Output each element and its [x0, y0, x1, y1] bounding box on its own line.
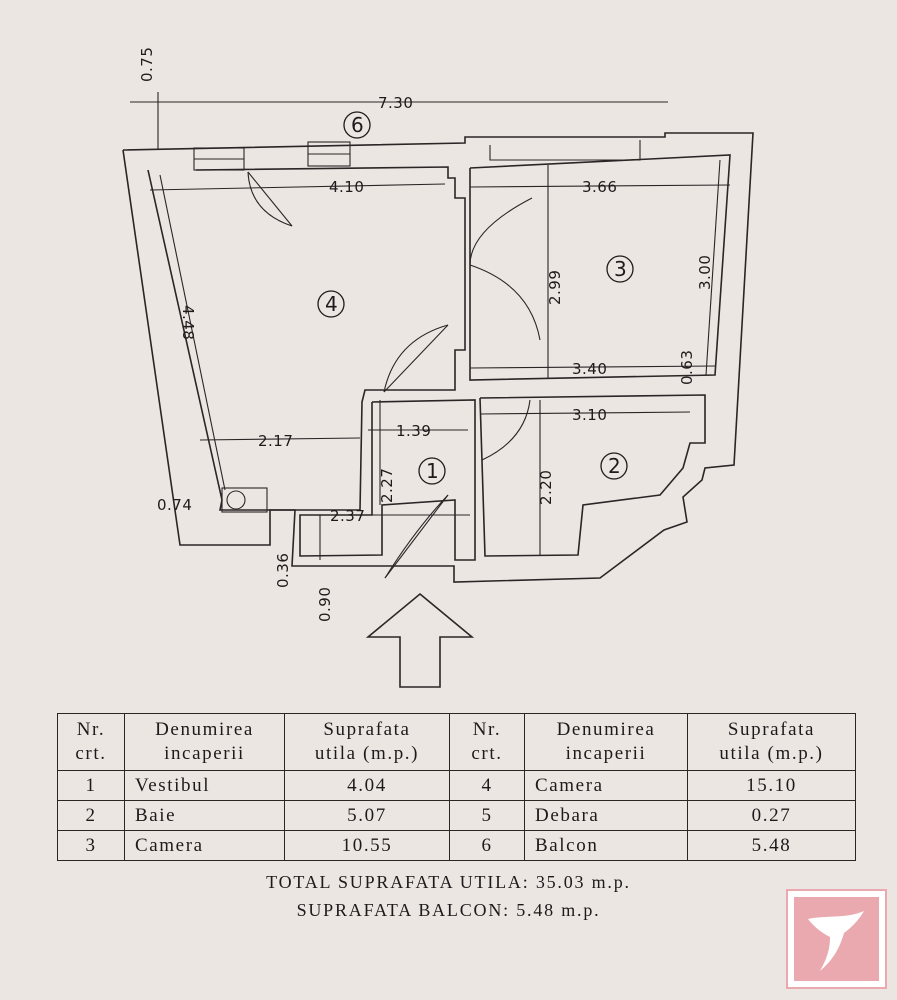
room-6-number: 6 [351, 113, 364, 137]
cell-nr: 2 [57, 800, 125, 831]
table-row: 1 Vestibul 4.04 4 Camera 15.10 [57, 770, 856, 801]
door-leaf-entrance [385, 495, 448, 578]
room-2-number: 2 [608, 454, 621, 478]
room-6-circle [343, 111, 371, 139]
dim-line-2-17 [200, 438, 360, 440]
door-leaf-room-4 [248, 172, 292, 226]
closet-room-5 [221, 487, 268, 513]
cell-area: 4.04 [284, 770, 450, 801]
table-row: 3 Camera 10.55 6 Balcon 5.48 [57, 830, 856, 861]
dim-label-3-00: 3.00 [696, 255, 714, 290]
cell-room-name: Debara [524, 800, 688, 831]
cell-room-name: Camera [524, 770, 688, 801]
cell-room-name: Balcon [524, 830, 688, 861]
dim-label-2-17: 2.17 [258, 432, 293, 450]
bird-logo-icon [808, 911, 864, 971]
door-leaf-room-1 [384, 325, 448, 392]
cell-room-name: Vestibul [124, 770, 285, 801]
dim-line-3-40 [470, 366, 715, 368]
dim-line-4-48 [160, 175, 225, 490]
dim-label-4-10: 4.10 [329, 178, 364, 196]
dim-label-3-10: 3.10 [572, 406, 607, 424]
wall-room-3-top [490, 140, 640, 160]
door-arc-entrance [385, 495, 448, 578]
inner-wall-room-3 [470, 155, 730, 380]
cell-nr: 5 [449, 800, 525, 831]
dim-line-4-10 [150, 184, 445, 190]
table-row: 2 Baie 5.07 5 Debara 0.27 [57, 800, 856, 831]
room-2-circle [600, 452, 628, 480]
entrance-arrow-icon [368, 594, 472, 687]
cell-area: 5.07 [284, 800, 450, 831]
inner-wall-room-2 [480, 395, 705, 556]
room-1-circle [418, 457, 446, 485]
header-nr-crt-1: Nr.crt. [57, 713, 125, 771]
door-arc-room-4 [248, 172, 292, 226]
dim-label-0-74: 0.74 [157, 496, 192, 514]
door-arc-room-2 [482, 400, 530, 460]
dim-line-3-10 [480, 412, 690, 414]
dim-label-3-66: 3.66 [582, 178, 617, 196]
cell-nr: 6 [449, 830, 525, 861]
balcony-area-label: SUPRAFATA BALCON: 5.48 m.p. [296, 900, 601, 920]
total-area-label: TOTAL SUPRAFATA UTILA: 35.03 m.p. [266, 872, 631, 892]
cell-area: 15.10 [687, 770, 856, 801]
cell-area: 5.48 [687, 830, 856, 861]
cell-room-name: Camera [124, 830, 285, 861]
dim-label-2-27: 2.27 [378, 468, 396, 503]
dim-label-1-39: 1.39 [396, 422, 431, 440]
room-4-circle [317, 290, 345, 318]
dim-label-0-90: 0.90 [316, 587, 334, 622]
cell-area: 0.27 [687, 800, 856, 831]
cell-nr: 4 [449, 770, 525, 801]
room-4-number: 4 [325, 292, 338, 316]
cell-nr: 3 [57, 830, 125, 861]
cell-area: 10.55 [284, 830, 450, 861]
dim-label-7-30: 7.30 [378, 94, 413, 112]
closet-symbol-icon [226, 490, 246, 510]
room-3-circle [606, 255, 634, 283]
dim-label-3-40: 3.40 [572, 360, 607, 378]
dim-line-3-00 [706, 160, 720, 375]
dim-label-0-36: 0.36 [274, 553, 292, 588]
dim-label-2-99: 2.99 [546, 270, 564, 305]
dim-label-0-63: 0.63 [678, 350, 696, 385]
dim-label-0-75: 0.75 [138, 47, 156, 82]
door-arc-room-3 [470, 198, 540, 340]
room-3-number: 3 [614, 257, 627, 281]
logo [786, 889, 887, 989]
cell-room-name: Baie [124, 800, 285, 831]
door-arc-room-1 [384, 325, 448, 392]
header-nr-crt-2: Nr.crt. [449, 713, 525, 771]
dim-label-4-48: 4.48 [179, 305, 197, 340]
logo-background [794, 897, 879, 981]
room-1-number: 1 [426, 459, 439, 483]
cell-nr: 1 [57, 770, 125, 801]
dim-label-2-20: 2.20 [537, 470, 555, 505]
dim-line-3-66 [470, 185, 730, 187]
dim-label-2-37: 2.37 [330, 507, 365, 525]
floor-plan: 0.75 7.30 4.10 3.66 2.99 3.00 4.48 3.40 … [0, 47, 897, 700]
